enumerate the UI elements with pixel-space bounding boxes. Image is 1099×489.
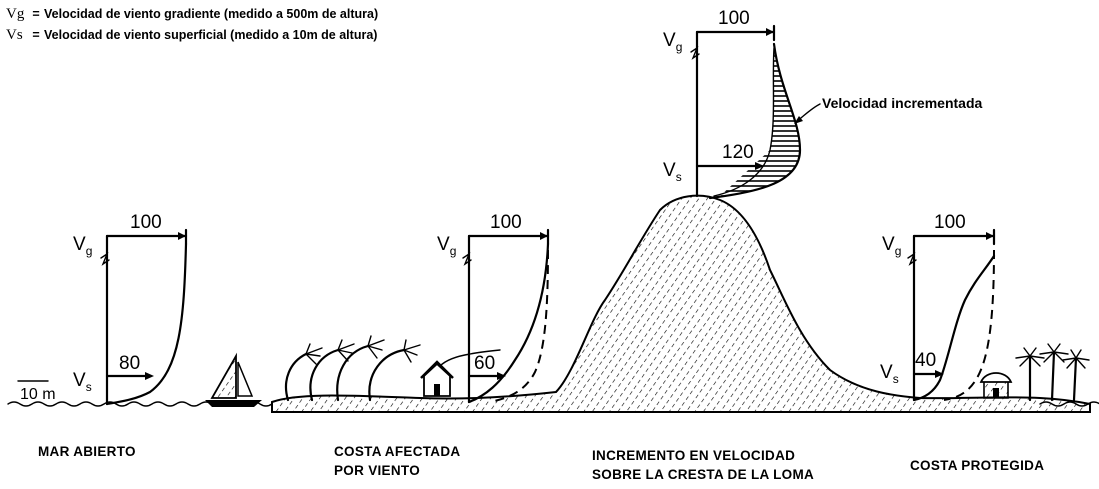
profile-protected-coast: Vg 100 Vs 40 [880,212,996,402]
exposed-coast-velocity-curve [467,242,550,404]
caption-exposed-coast-line2: POR VIENTO [334,463,421,478]
ridge-increased-velocity-area [720,48,800,196]
caption-protected-coast: COSTA PROTEGIDA [910,458,1045,473]
legend-vs: Vs = Velocidad de viento superficial (medi… [6,27,377,44]
house-icon [420,349,501,397]
protected-coast-break-mark [907,252,917,266]
sailboat-icon [205,352,262,407]
legend-vg-text: Velocidad de viento gradiente (medido a … [44,7,379,21]
hut-icon [979,372,1013,399]
caption-exposed-coast: COSTA AFECTADA POR VIENTO [334,442,460,480]
bent-palm-trees-icon [284,335,421,402]
open-sea-vs-label: Vs [73,370,92,394]
ridge-vg-value: 100 [718,8,750,29]
legend-vs-symbol: Vs [6,27,23,43]
exposed-coast-vg-label: Vg [437,234,456,258]
ridge-vg-label: Vg [663,30,682,54]
protected-coast-vs-label: Vs [880,362,899,386]
legend-vs-text: Velocidad de viento superficial (medido … [44,28,378,42]
protected-coast-vg-value: 100 [934,212,966,233]
legend-vs-equals: = [32,28,40,42]
terrain [271,194,1091,413]
ridge-vs-label: Vs [663,160,682,184]
caption-ridge-line2: SOBRE LA CRESTA DE LA LOMA [592,467,815,482]
open-sea-vg-value: 100 [130,212,162,233]
exposed-coast-vg-value: 100 [490,212,522,233]
legend-vg-equals: = [32,7,40,21]
caption-ridge: INCREMENTO EN VELOCIDAD SOBRE LA CRESTA … [592,446,814,484]
exposed-coast-break-mark [462,252,472,266]
height-marker-label: 10 m [20,386,56,403]
protected-coast-vs-value: 40 [915,350,936,371]
caption-ridge-line1: INCREMENTO EN VELOCIDAD [592,448,796,463]
protected-coast-velocity-curve [912,254,996,402]
ridge-break-mark [690,46,700,60]
open-sea-vg-label: Vg [73,234,92,258]
protected-coast-reference-curve [943,249,995,401]
profile-ridge: Vg 100 Vs 120 Velocidad incrementada [663,8,982,200]
exposed-coast-vs-value: 60 [474,353,495,374]
open-sea-velocity-curve [105,242,188,406]
open-sea-break-mark [100,252,110,266]
ridge-annotation: Velocidad incrementada [822,95,982,111]
legend-vg-symbol: Vg [6,6,25,22]
protected-coast-vg-label: Vg [882,234,901,258]
caption-exposed-coast-line1: COSTA AFECTADA [334,444,461,459]
ridge-velocity-curve [708,42,802,200]
profile-exposed-coast: Vg 100 60 [437,212,550,404]
caption-open-sea: MAR ABIERTO [38,444,136,459]
ridge-vs-value: 120 [722,142,754,163]
profile-open-sea: Vg 100 Vs 80 [73,212,188,406]
upright-palm-trees-icon [1015,343,1090,402]
legend-vg: Vg = Velocidad de viento gradiente (medido… [6,6,378,23]
chimney-smoke [439,349,501,367]
open-sea-vs-value: 80 [119,353,140,374]
exposed-coast-reference-curve [489,249,549,403]
